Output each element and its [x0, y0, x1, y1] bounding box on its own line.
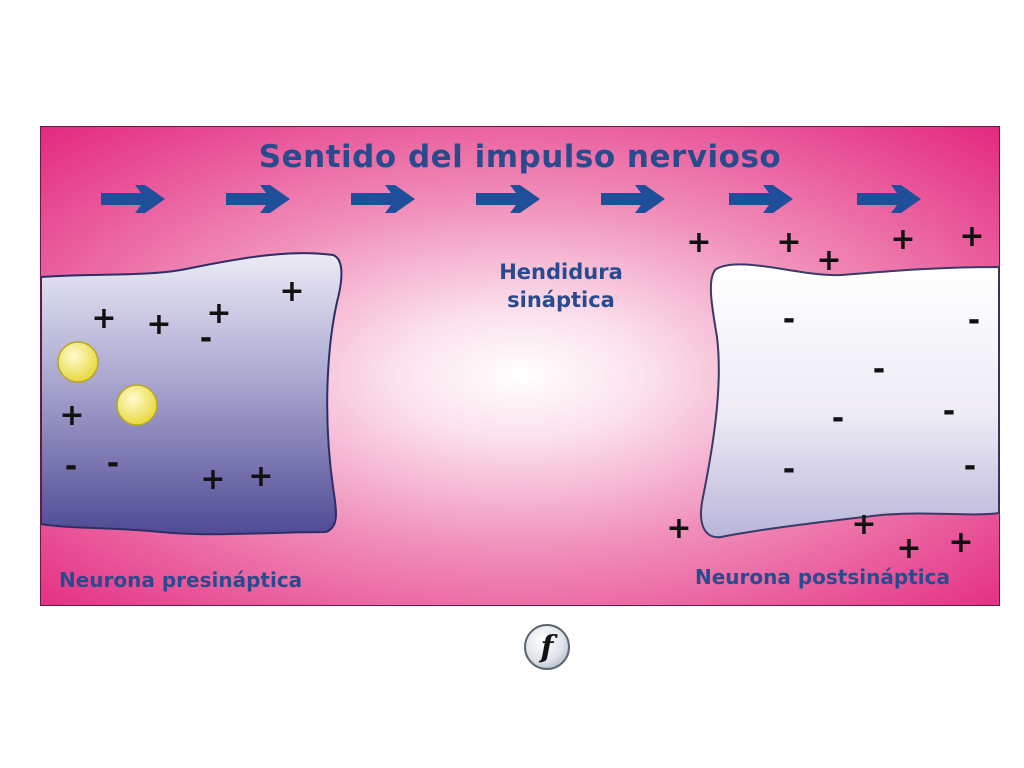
- positive-charge: +: [200, 462, 226, 497]
- direction-arrow-icon: [857, 185, 921, 213]
- synaptic-cleft-label: Hendidura sináptica: [461, 258, 661, 314]
- presynaptic-neuron: [41, 252, 343, 536]
- positive-charge: +: [816, 243, 842, 278]
- negative-charge: -: [106, 446, 120, 481]
- postsynaptic-label: Neurona postsináptica: [695, 565, 950, 589]
- direction-arrow-icon: [226, 185, 290, 213]
- negative-charge: -: [199, 321, 213, 356]
- positive-charge: +: [59, 398, 85, 433]
- positive-charge: +: [948, 525, 974, 560]
- positive-charge: +: [279, 274, 305, 309]
- diagram-canvas: [41, 127, 999, 605]
- flash-player-icon[interactable]: f: [524, 624, 570, 670]
- positive-charge: +: [896, 531, 922, 566]
- negative-charge: -: [782, 452, 796, 487]
- positive-charge: +: [776, 225, 802, 260]
- positive-charge: +: [248, 459, 274, 494]
- positive-charge: +: [666, 511, 692, 546]
- flash-glyph: f: [540, 629, 554, 665]
- positive-charge: +: [890, 222, 916, 257]
- synaptic-cleft-label-line1: Hendidura: [499, 260, 623, 284]
- negative-charge: -: [782, 302, 796, 337]
- synaptic-vesicle: [57, 341, 99, 383]
- direction-arrow-icon: [601, 185, 665, 213]
- synaptic-cleft-label-line2: sináptica: [507, 288, 615, 312]
- direction-arrow-icon: [476, 185, 540, 213]
- synaptic-vesicle: [116, 384, 158, 426]
- presynaptic-label: Neurona presináptica: [59, 568, 303, 592]
- positive-charge: +: [686, 225, 712, 260]
- positive-charge: +: [959, 219, 985, 254]
- negative-charge: -: [967, 303, 981, 338]
- direction-arrow-icon: [351, 185, 415, 213]
- direction-arrow-icon: [729, 185, 793, 213]
- synapse-diagram: Sentido del impulso nervioso Hendidura s…: [40, 126, 1000, 606]
- positive-charge: +: [851, 507, 877, 542]
- positive-charge: +: [146, 307, 172, 342]
- positive-charge: +: [206, 296, 232, 331]
- direction-arrow-icon: [101, 185, 165, 213]
- postsynaptic-neuron: [700, 263, 999, 539]
- negative-charge: -: [963, 449, 977, 484]
- negative-charge: -: [872, 352, 886, 387]
- diagram-title: Sentido del impulso nervioso: [258, 139, 782, 175]
- negative-charge: -: [64, 449, 78, 484]
- negative-charge: -: [942, 394, 956, 429]
- positive-charge: +: [91, 301, 117, 336]
- negative-charge: -: [831, 401, 845, 436]
